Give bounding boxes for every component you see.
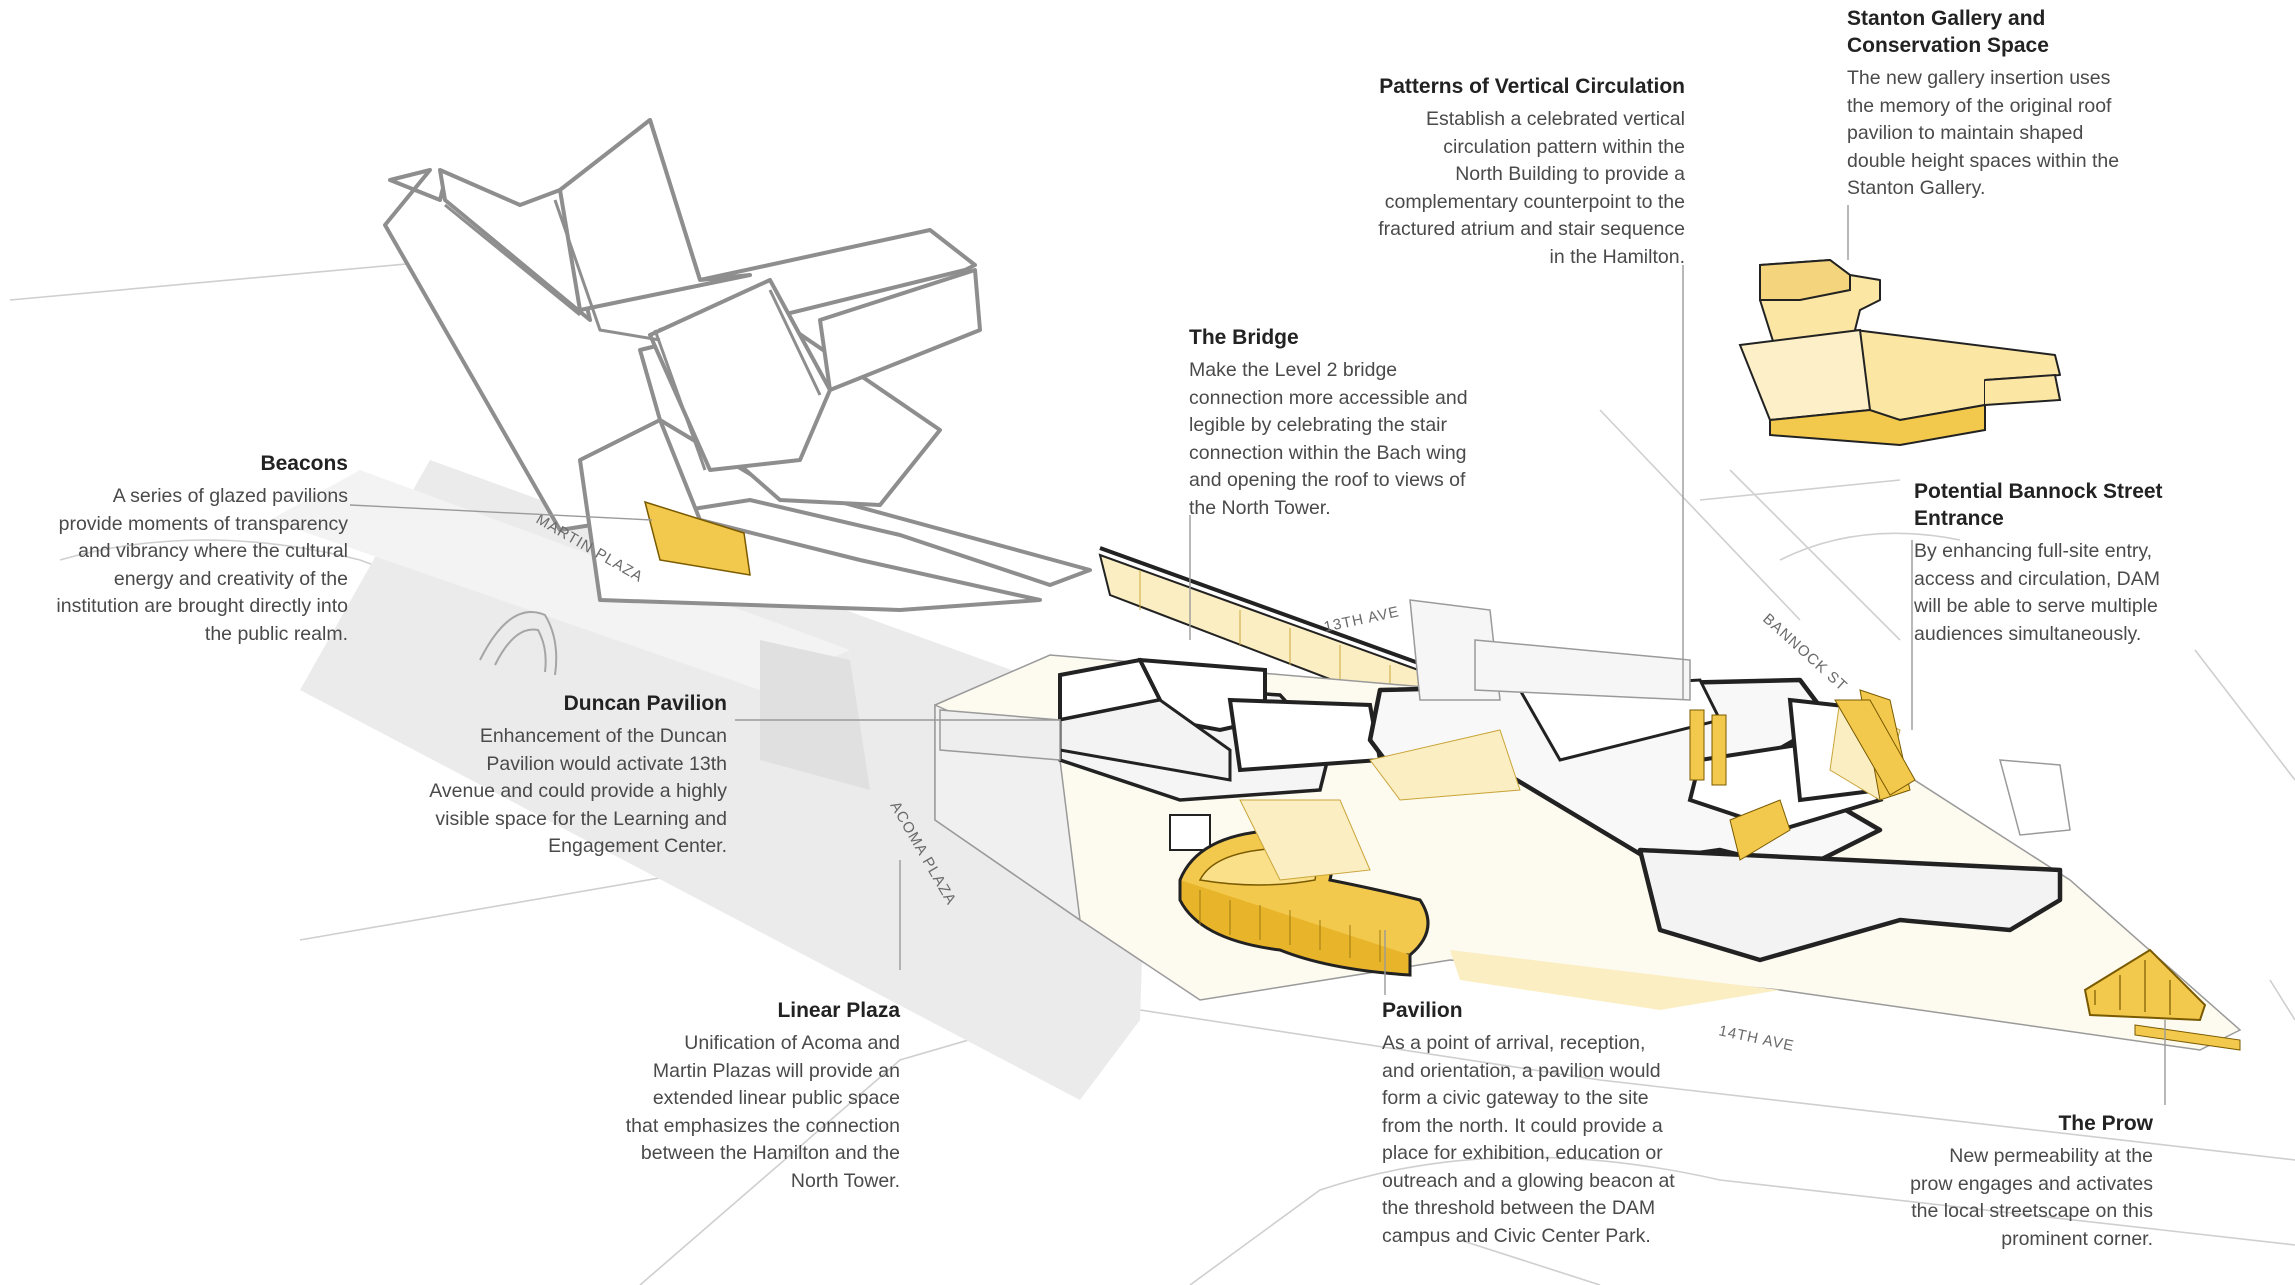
callout-line: fractured atrium and stair sequence [1378,218,1685,240]
callout-the-prow: The Prow New permeability at the prow en… [1850,1110,2153,1253]
callout-stanton-gallery: Stanton Gallery and Conservation Space T… [1847,5,2177,203]
callout-stanton-body: The new gallery insertion uses the memor… [1847,65,2177,203]
callout-line: the local streetscape on this [1911,1200,2153,1222]
callout-vertical-title: Patterns of Vertical Circulation [1379,75,1685,98]
street-label-13th-ave: 13TH AVE [1322,603,1401,636]
callout-duncan-pavilion: Duncan Pavilion Enhancement of the Dunca… [380,690,727,861]
callout-line: Establish a celebrated vertical [1425,108,1685,130]
callout-title-line: Conservation Space [1847,34,2049,57]
callout-bannock-body: By enhancing full-site entry, access and… [1914,538,2214,648]
callout-vertical-circulation: Patterns of Vertical Circulation Establi… [1300,73,1685,271]
callout-line: North Tower. [790,1169,900,1192]
callout-bannock-title: Potential Bannock Street Entrance [1914,478,2214,532]
callout-vertical-body: Establish a celebrated vertical circulat… [1300,106,1685,271]
callout-line: the public realm. [204,622,348,645]
duncan-pavilion-block [939,657,1232,782]
callout-line: energy and creativity of the [113,567,348,590]
callout-line: access and circulation, DAM [1914,567,2161,590]
callout-line: pavilion to maintain shaped [1847,122,2084,144]
callout-line: will be able to serve multiple [1914,595,2158,617]
callout-line: A series of glazed pavilions [112,485,348,507]
callout-pavilion: Pavilion As a point of arrival, receptio… [1382,997,1742,1250]
the-prow [2083,948,2241,1051]
callout-line: connection more accessible and [1189,386,1468,409]
callout-line: between the Hamilton and the [640,1142,900,1164]
callout-stanton-title: Stanton Gallery and Conservation Space [1847,5,2177,59]
stanton-gallery [1738,258,2062,447]
callout-the-bridge: The Bridge Make the Level 2 bridge conne… [1189,324,1549,522]
callout-line: prow engages and activates [1910,1172,2153,1195]
callout-line: double height spaces within the [1847,149,2120,172]
callout-line: provide moments of transparency [58,512,348,535]
callout-pavilion-title: Pavilion [1382,999,1463,1022]
callout-line: the memory of the original roof [1847,94,2112,117]
callout-line: Stanton Gallery. [1847,177,1986,199]
callout-line: and vibrancy where the cultural [78,540,348,562]
callout-line: place for exhibition, education or [1382,1142,1663,1164]
callout-line: audiences simultaneously. [1914,622,2142,645]
callout-beacons-title: Beacons [260,452,348,475]
callout-line: outreach and a glowing beacon at [1382,1169,1675,1192]
callout-linear-plaza-title: Linear Plaza [777,999,900,1022]
callout-line: North Building to provide a [1455,163,1685,185]
callout-line: the threshold between the DAM [1382,1197,1656,1219]
callout-line: Pavilion would activate 13th [486,752,727,775]
callout-line: Avenue and could provide a highly [429,780,727,802]
callout-prow-body: New permeability at the prow engages and… [1850,1143,2153,1253]
callout-line: By enhancing full-site entry, [1914,540,2153,562]
callout-line: Unification of Acoma and [684,1032,900,1054]
hamilton-inner-lines [444,199,822,471]
callout-duncan-body: Enhancement of the Duncan Pavilion would… [380,723,727,861]
callout-line: complementary counterpoint to the [1384,190,1685,213]
callout-bannock-entrance: Potential Bannock Street Entrance By enh… [1914,478,2214,648]
callout-line: Martin Plazas will provide an [652,1059,900,1082]
callout-line: institution are brought directly into [56,595,348,617]
callout-line: legible by celebrating the stair [1189,414,1447,436]
callout-line: Make the Level 2 bridge [1189,359,1398,381]
callout-title-line: Stanton Gallery and [1847,7,2046,30]
callout-line: As a point of arrival, reception, [1382,1032,1646,1054]
pavilion-drum [1178,828,1430,977]
callout-bridge-body: Make the Level 2 bridge connection more … [1189,357,1549,522]
callout-line: extended linear public space [652,1087,900,1109]
callout-duncan-title: Duncan Pavilion [563,692,727,715]
plaza-band [270,460,1150,1100]
callout-line: campus and Civic Center Park. [1382,1224,1651,1247]
callout-line: from the north. It could provide a [1382,1114,1663,1137]
callout-line: prominent corner. [2001,1227,2153,1250]
callout-line: connection within the Bach wing [1189,441,1467,464]
callout-line: circulation pattern within the [1443,135,1685,158]
callout-line: form a civic gateway to the site [1382,1087,1649,1109]
leader-lines [349,205,2166,1105]
callout-line: Engagement Center. [548,835,727,857]
callout-beacons: Beacons A series of glazed pavilions pro… [10,450,348,648]
callout-line: New permeability at the [1949,1145,2153,1167]
callout-linear-plaza: Linear Plaza Unification of Acoma and Ma… [560,997,900,1195]
callout-title-line: Entrance [1914,507,2004,530]
callout-line: the North Tower. [1189,496,1331,519]
context-streets [9,249,2295,1285]
callout-pavilion-body: As a point of arrival, reception, and or… [1382,1030,1742,1250]
callout-line: in the Hamilton. [1549,245,1685,268]
callout-line: Enhancement of the Duncan [479,725,727,747]
callout-line: The new gallery insertion uses [1847,67,2111,89]
callout-prow-title: The Prow [2058,1112,2153,1135]
callout-line: visible space for the Learning and [435,807,727,830]
callout-linear-plaza-body: Unification of Acoma and Martin Plazas w… [560,1030,900,1195]
callout-line: and orientation, a pavilion would [1382,1059,1661,1082]
callout-line: that emphasizes the connection [625,1114,900,1137]
callout-title-line: Potential Bannock Street [1914,480,2163,503]
bannock-stair [1834,699,1916,796]
sculpture [479,611,558,676]
beacon-pavilion [643,500,751,576]
callout-bridge-title: The Bridge [1189,326,1299,349]
pavilion-forecourt [1239,799,1371,881]
callout-line: and opening the roof to views of [1189,469,1466,491]
callout-beacons-body: A series of glazed pavilions provide mom… [10,483,348,648]
